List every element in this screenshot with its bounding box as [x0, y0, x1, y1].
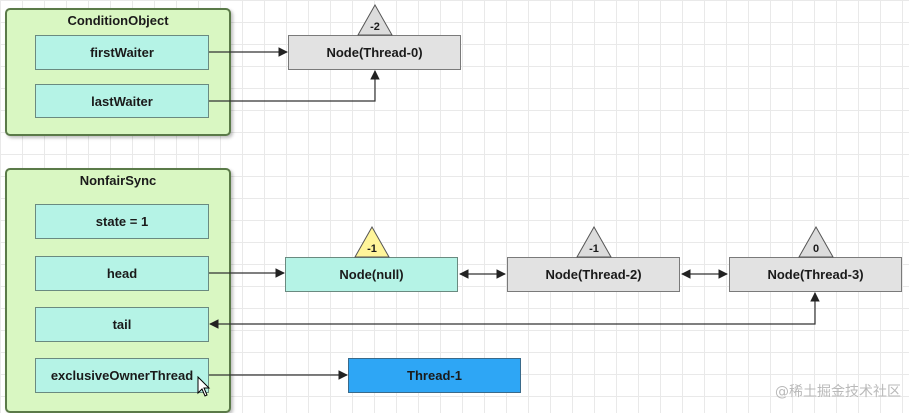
- wait-status-triangle-thread-0: -2: [357, 3, 393, 36]
- state-field: state = 1: [35, 204, 209, 239]
- first-waiter-field: firstWaiter: [35, 35, 209, 70]
- node-null: Node(null): [285, 257, 458, 292]
- condition-object-title: ConditionObject: [67, 13, 169, 28]
- node-thread-2: Node(Thread-2): [507, 257, 680, 292]
- triangle-icon: [357, 3, 393, 36]
- last-waiter-arrow: [209, 70, 380, 102]
- tail-arrow: [209, 292, 820, 329]
- wait-status-triangle-thread-2: -1: [576, 225, 612, 258]
- wait-status-label: -1: [367, 243, 377, 255]
- triangle-icon: [576, 225, 612, 258]
- mouse-cursor-icon: [197, 376, 211, 397]
- node-thread-3: Node(Thread-3): [729, 257, 902, 292]
- node-thread-0: Node(Thread-0): [288, 35, 461, 70]
- wait-status-label: -1: [589, 243, 599, 255]
- triangle-icon: [798, 225, 834, 258]
- head-field: head: [35, 256, 209, 291]
- wait-status-triangle-thread-3: 0: [798, 225, 834, 258]
- wait-status-label: 0: [812, 243, 820, 255]
- watermark: @稀土掘金技术社区: [775, 384, 901, 400]
- nonfair-sync-title: NonfairSync: [79, 173, 157, 188]
- last-waiter-field: lastWaiter: [35, 84, 209, 118]
- thread-1-box: Thread-1: [348, 358, 521, 393]
- triangle-icon: [354, 225, 390, 258]
- wait-status-triangle-null: -1: [354, 225, 390, 258]
- tail-field: tail: [35, 307, 209, 342]
- exclusive-owner-thread-field: exclusiveOwnerThread: [35, 358, 209, 393]
- wait-status-label: -2: [370, 21, 380, 33]
